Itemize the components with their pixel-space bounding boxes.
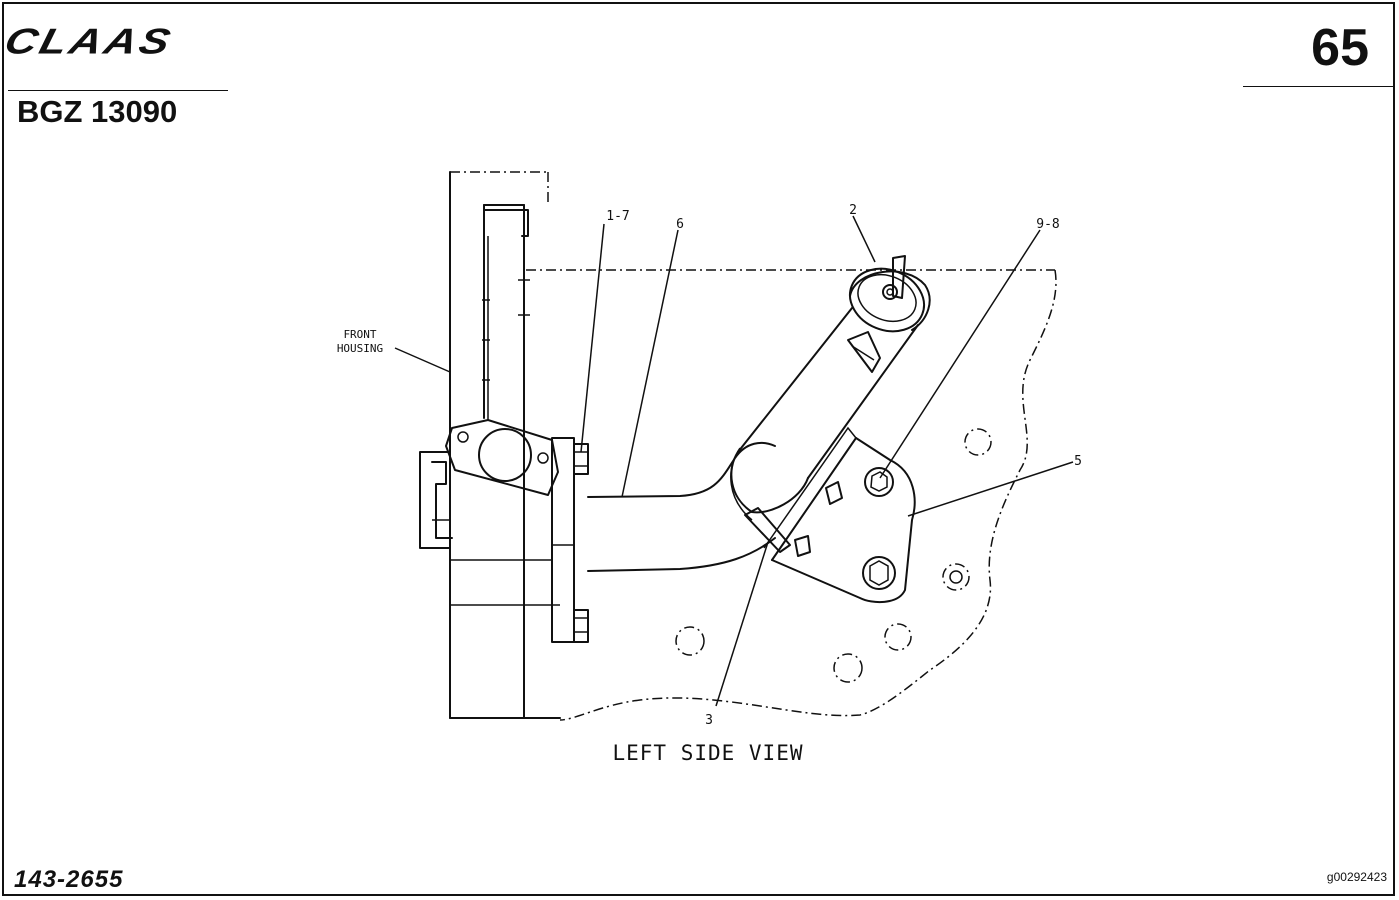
- page-number: 65: [1311, 19, 1369, 77]
- graphic-id: g00292423: [1326, 870, 1387, 884]
- label-front-housing-line1: FRONT: [343, 328, 376, 341]
- accumulator-cylinder: [730, 255, 931, 514]
- header-rule-left: [8, 90, 228, 91]
- header-rule-right: [1243, 86, 1395, 87]
- callout-6: 6: [676, 217, 684, 232]
- front-housing: [419, 171, 561, 719]
- callout-1-7: 1-7: [606, 209, 629, 224]
- tube-flange: [445, 419, 559, 496]
- leader-lines: [394, 215, 1074, 707]
- callout-3: 3: [705, 713, 713, 728]
- mounting-bracket: [744, 426, 916, 604]
- hydraulic-hose: [587, 441, 776, 572]
- callout-2: 2: [849, 203, 857, 218]
- label-front-housing-line2: HOUSING: [337, 342, 383, 355]
- callout-9-8: 9-8: [1036, 217, 1059, 232]
- view-title: LEFT SIDE VIEW: [612, 741, 803, 765]
- part-number: 143-2655: [14, 866, 124, 893]
- callout-5: 5: [1074, 454, 1082, 469]
- document-code: BGZ 13090: [17, 94, 178, 129]
- main-housing: [526, 269, 1057, 721]
